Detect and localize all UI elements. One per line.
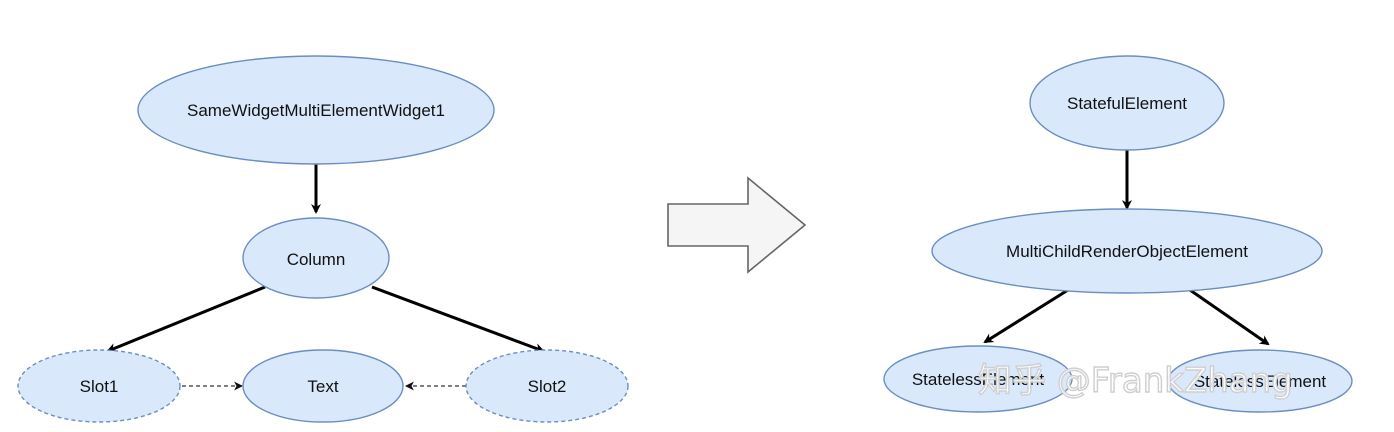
node-slot1-label: Slot1 xyxy=(80,377,119,396)
node-text: Text xyxy=(242,349,404,423)
node-slot1: Slot1 xyxy=(17,349,181,423)
node-slot2-label: Slot2 xyxy=(528,377,567,396)
edge-multi-to-child2 xyxy=(1189,288,1270,346)
node-multichild-label: MultiChildRenderObjectElement xyxy=(1006,242,1248,261)
node-column: Column xyxy=(242,217,390,299)
node-column-label: Column xyxy=(287,250,346,269)
edge-column-to-slot2 xyxy=(371,285,545,353)
node-stateless-1: StatelessElement xyxy=(883,345,1073,413)
node-slot2: Slot2 xyxy=(465,349,629,423)
watermark: 知乎 @FrankZhang xyxy=(978,361,1293,401)
node-root-left-label: SameWidgetMultiElementWidget1 xyxy=(187,101,445,120)
node-root-left: SameWidgetMultiElementWidget1 xyxy=(137,55,495,165)
node-stateless-1-label: StatelessElement xyxy=(912,370,1045,389)
node-stateless-2-label: StatelessElement xyxy=(1194,372,1327,391)
node-stateful-label: StatefulElement xyxy=(1067,94,1187,113)
node-text-label: Text xyxy=(307,377,338,396)
node-multichild: MultiChildRenderObjectElement xyxy=(931,208,1323,294)
node-stateful: StatefulElement xyxy=(1029,55,1225,151)
transform-arrow-icon xyxy=(667,176,807,274)
edge-multi-to-child1 xyxy=(983,288,1069,344)
node-stateless-2: StatelessElement xyxy=(1167,349,1353,413)
edge-column-to-slot1 xyxy=(106,285,266,353)
